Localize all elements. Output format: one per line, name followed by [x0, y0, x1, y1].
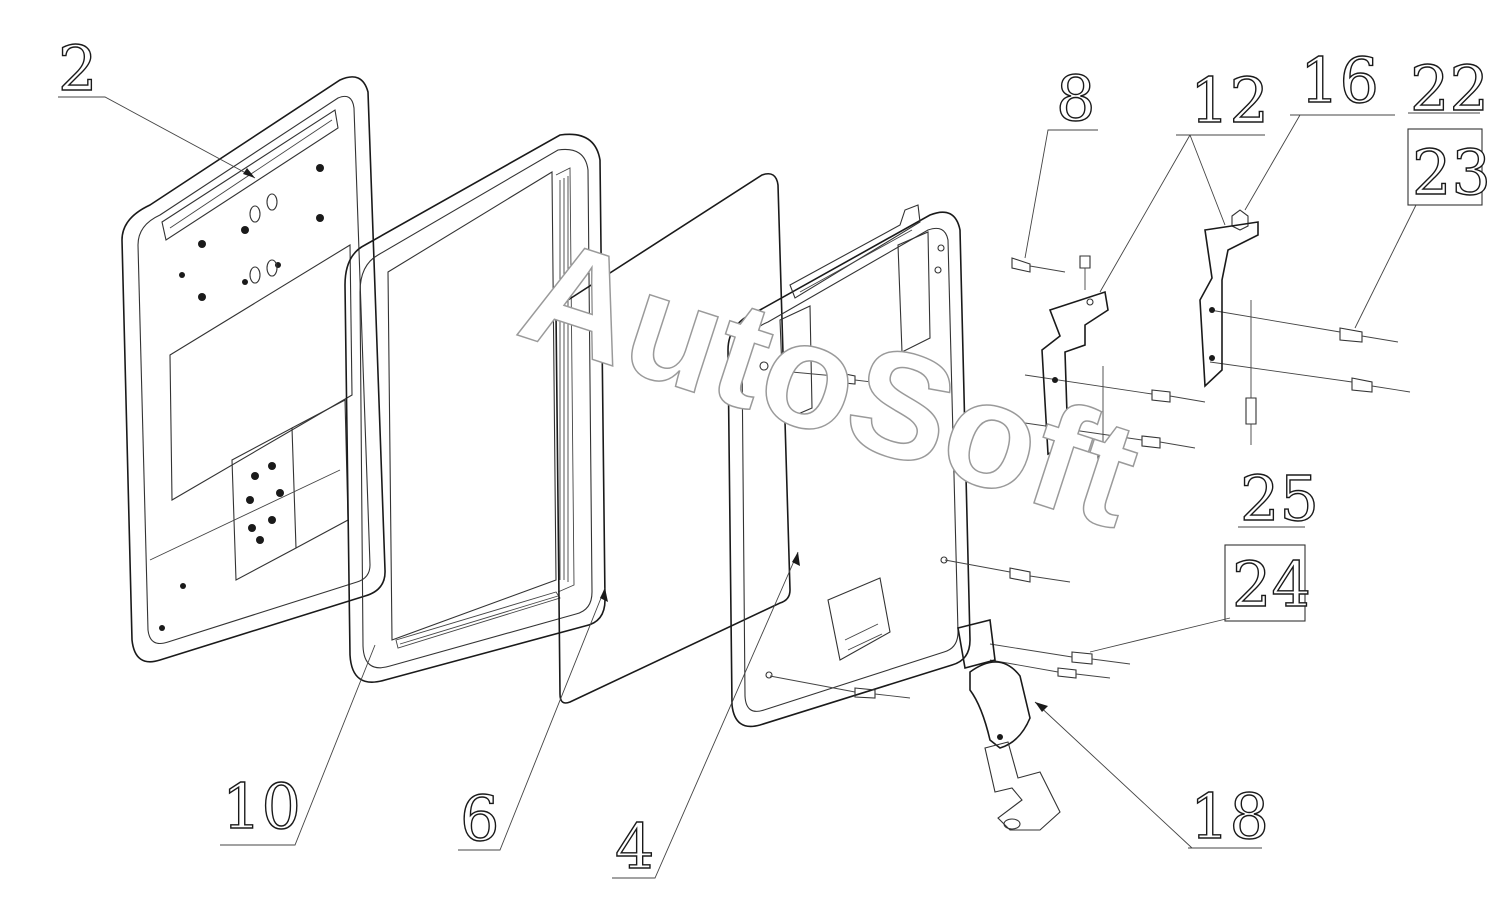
part-6-glass-pane — [555, 172, 791, 704]
callout-10: 10 — [222, 770, 301, 843]
callout-6: 6 — [460, 782, 499, 855]
callout-24: 24 — [1232, 548, 1311, 621]
callout-8: 8 — [1056, 62, 1095, 135]
callout-4: 4 — [615, 810, 654, 883]
callout-22: 22 — [1410, 52, 1489, 125]
part-2-mounting-plate — [121, 76, 386, 663]
callout-23: 23 — [1412, 136, 1491, 209]
part-12-hinge-brackets — [1041, 221, 1259, 456]
callout-labels: 2 4 6 8 10 12 16 18 22 23 24 25 — [57, 31, 1491, 883]
leader-lines — [58, 96, 1483, 879]
watermark-layer: AutoSoft — [503, 204, 1159, 561]
callout-25: 25 — [1240, 462, 1319, 535]
part-4-door-panel — [727, 204, 971, 728]
screws-and-fasteners — [769, 209, 1411, 699]
watermark-text: AutoSoft — [504, 204, 1158, 559]
callout-2: 2 — [58, 32, 97, 105]
part-18-latch-mechanism — [957, 619, 1061, 831]
callout-16: 16 — [1300, 44, 1379, 117]
part-10-gasket-frame — [344, 133, 606, 683]
callout-12: 12 — [1190, 64, 1269, 137]
callout-18: 18 — [1190, 780, 1269, 853]
